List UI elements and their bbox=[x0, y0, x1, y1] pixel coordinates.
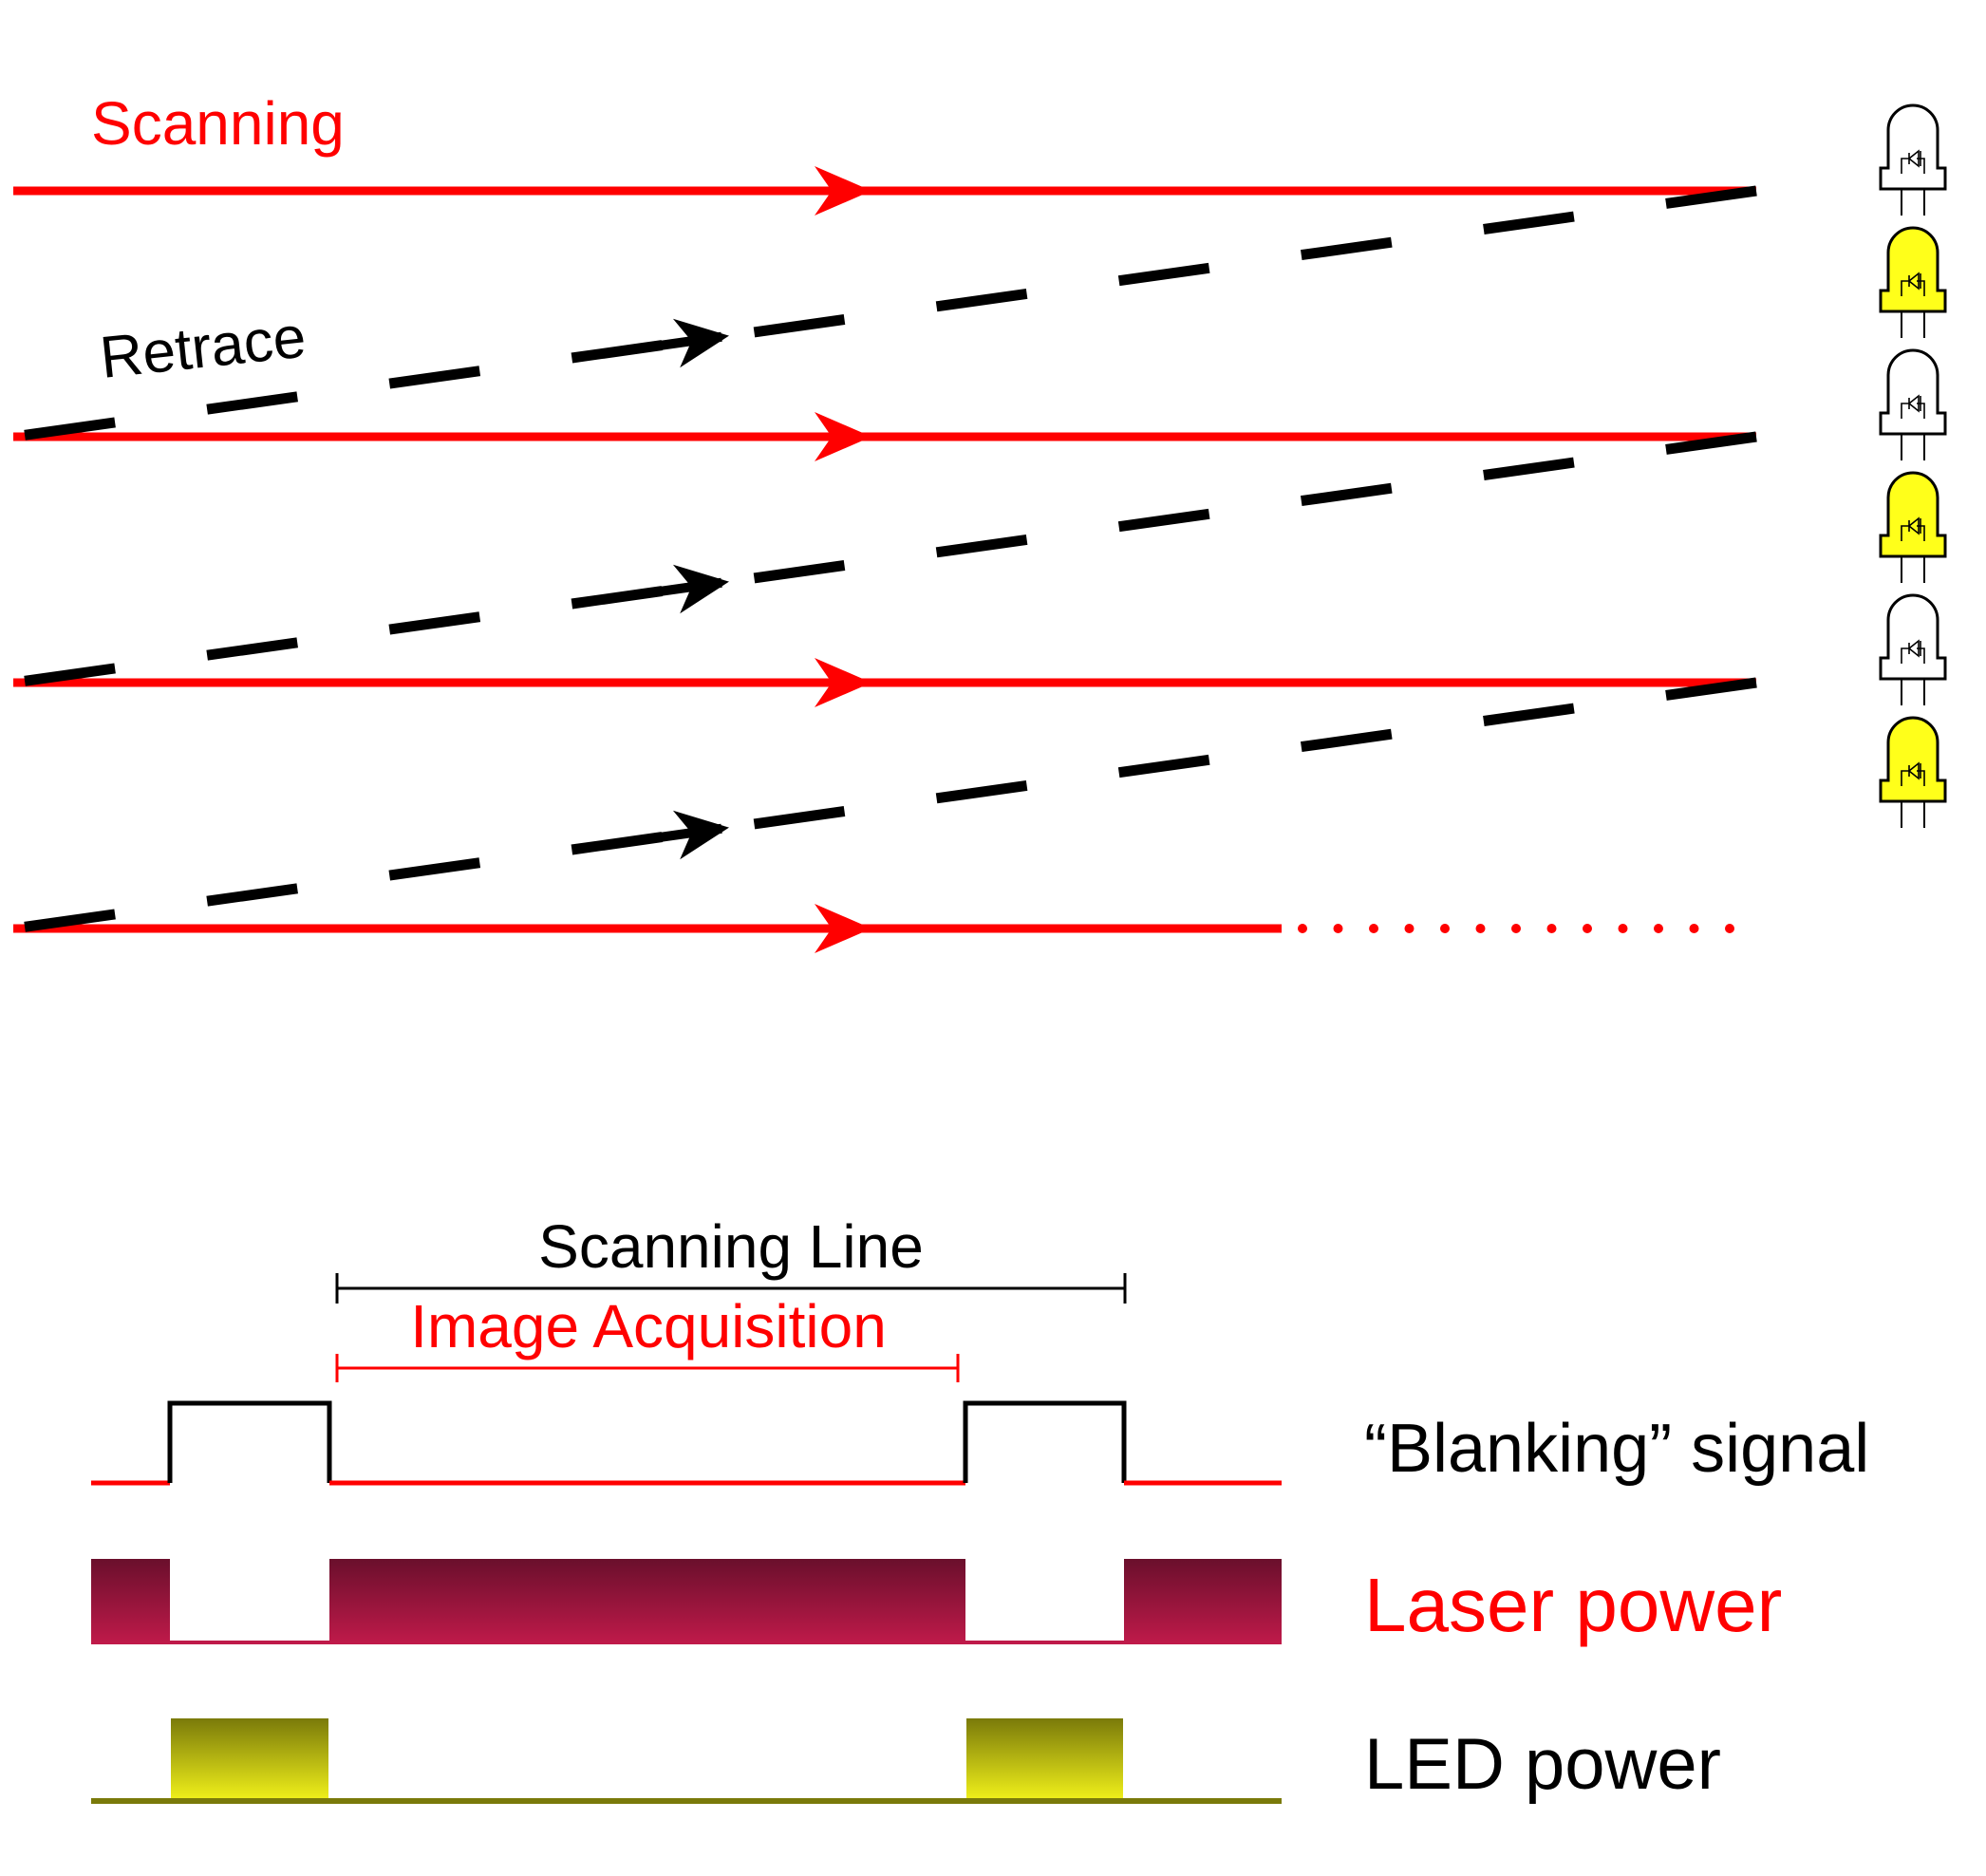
retrace-line bbox=[12, 185, 1757, 442]
laser-power-waveform bbox=[91, 1559, 1282, 1644]
led-icon bbox=[1879, 103, 1947, 216]
led-power-waveform bbox=[171, 1718, 1123, 1801]
scan-direction-arrow bbox=[815, 658, 871, 707]
led-power-label: LED power bbox=[1364, 1724, 1721, 1805]
scan-line bbox=[13, 658, 1756, 707]
led-icon bbox=[1879, 593, 1947, 705]
retrace-line bbox=[12, 677, 1757, 934]
led-icon bbox=[1879, 716, 1947, 828]
retrace-line bbox=[12, 431, 1757, 688]
led-icon bbox=[1879, 471, 1947, 583]
led-icon bbox=[1879, 348, 1947, 460]
scanning-line-bracket bbox=[335, 1273, 1127, 1304]
scan-line bbox=[13, 412, 1756, 461]
scan-direction-arrow bbox=[815, 904, 871, 953]
scan-line bbox=[13, 904, 1763, 953]
scan-line bbox=[13, 166, 1756, 216]
scanning-label: Scanning bbox=[91, 89, 345, 158]
image-acquisition-bracket bbox=[335, 1354, 960, 1382]
retrace-direction-arrow bbox=[615, 318, 729, 368]
timing-diagram: Scanning Line Image Acquisition “Blankin… bbox=[91, 1212, 1869, 1805]
retrace-lines bbox=[12, 185, 1757, 934]
retrace-label: Retrace bbox=[97, 305, 309, 391]
blanking-signal bbox=[91, 1400, 1282, 1486]
scan-pattern: Scanning Retrace bbox=[12, 89, 1947, 953]
blanking-signal-label: “Blanking” signal bbox=[1364, 1411, 1869, 1487]
scan-direction-arrow bbox=[815, 412, 871, 461]
image-acquisition-label: Image Acquisition bbox=[410, 1292, 887, 1360]
retrace-direction-arrow bbox=[615, 810, 729, 860]
scan-direction-arrow bbox=[815, 166, 871, 216]
laser-power-label: Laser power bbox=[1364, 1563, 1782, 1647]
scanning-line-label: Scanning Line bbox=[538, 1212, 924, 1281]
led-indicators bbox=[1879, 103, 1947, 828]
retrace-direction-arrow bbox=[615, 564, 729, 614]
scan-lines bbox=[13, 166, 1763, 953]
led-icon bbox=[1879, 226, 1947, 338]
